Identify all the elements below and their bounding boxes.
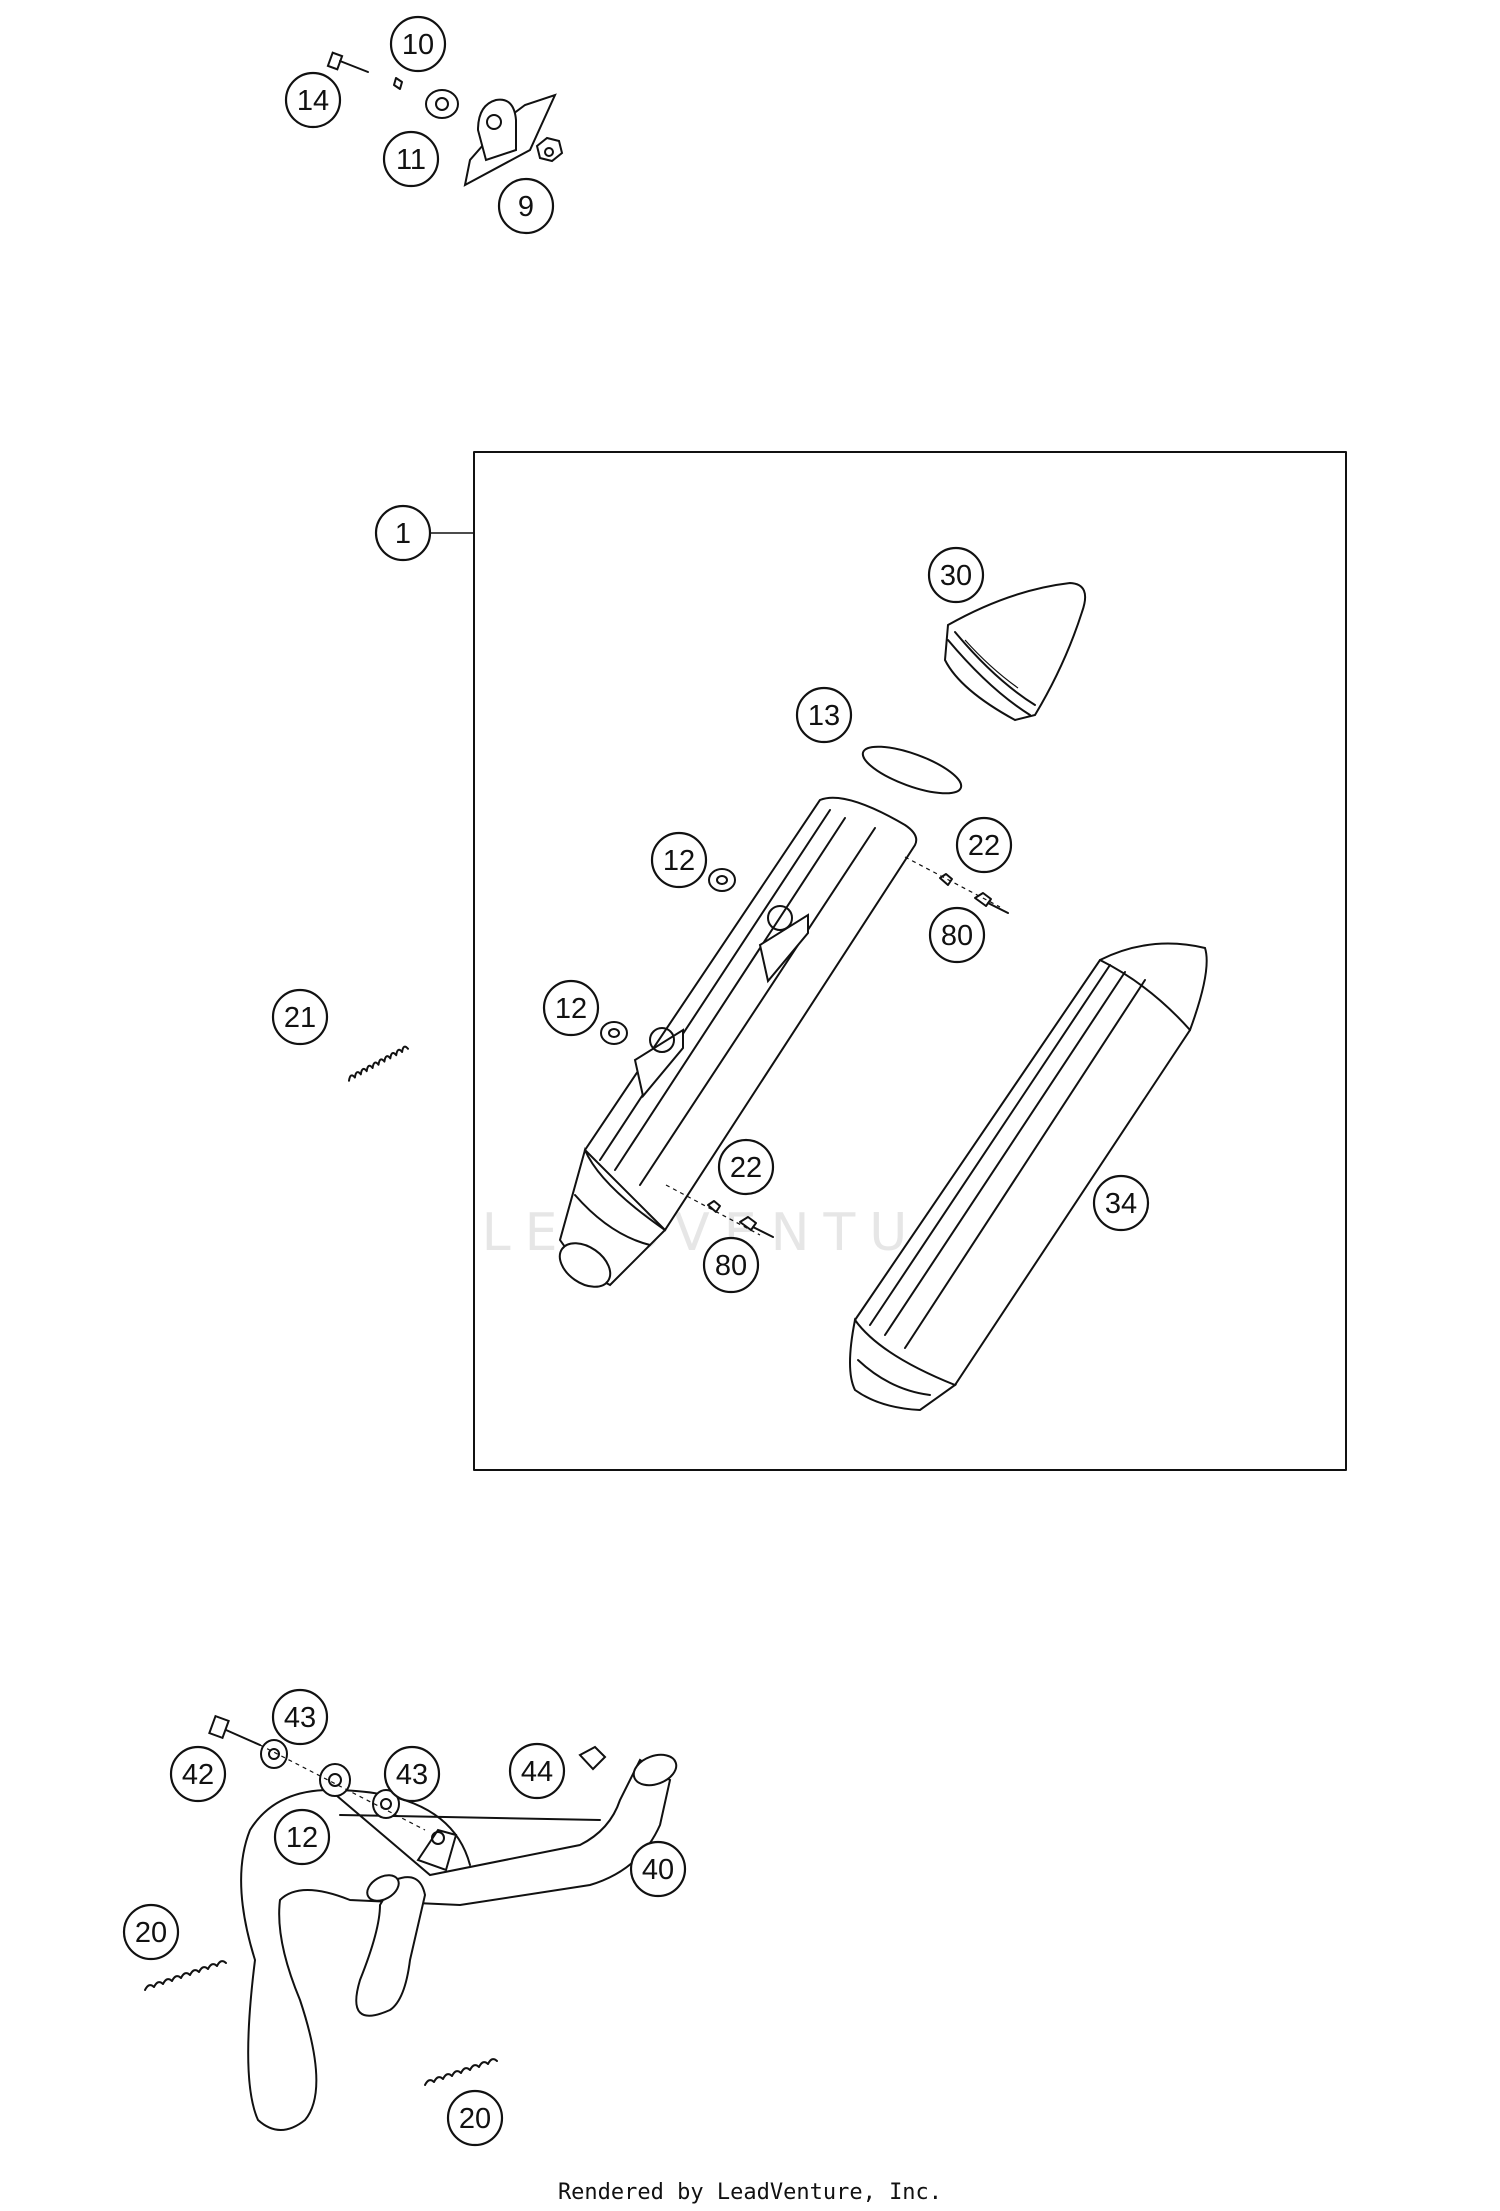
grommet-12b-illustration	[600, 1021, 628, 1045]
callout-circle	[927, 546, 985, 604]
callout-c43a: 43	[271, 1688, 329, 1746]
callout-label: 10	[402, 29, 434, 61]
callout-label: 42	[182, 1759, 214, 1791]
callout-c1: 1	[374, 504, 432, 562]
callout-c22a: 22	[955, 816, 1013, 874]
callout-c10: 10	[389, 15, 447, 73]
callout-c34: 34	[1092, 1174, 1150, 1232]
callout-label: 34	[1105, 1188, 1137, 1220]
callout-label: 43	[284, 1702, 316, 1734]
callout-c21: 21	[271, 988, 329, 1046]
callout-c44: 44	[508, 1742, 566, 1800]
callout-c12a: 12	[650, 831, 708, 889]
bracket-9-illustration	[463, 93, 557, 187]
grommet-12a-illustration	[708, 868, 736, 892]
callout-label: 12	[663, 845, 695, 877]
callout-label: 12	[286, 1822, 318, 1854]
callout-circle	[508, 1742, 566, 1800]
callout-c14: 14	[284, 71, 342, 129]
callout-circle	[383, 1745, 441, 1803]
callout-label: 80	[715, 1250, 747, 1282]
screw-22a-illustration	[939, 873, 953, 886]
footer-credit: Rendered by LeadVenture, Inc.	[557, 2180, 943, 2205]
callout-c9: 9	[497, 177, 555, 235]
callout-c30: 30	[927, 546, 985, 604]
callout-c42: 42	[169, 1745, 227, 1803]
callout-circle	[795, 686, 853, 744]
callout-circle	[446, 2089, 504, 2147]
bracket-hardware-group	[326, 51, 564, 187]
callout-circle	[382, 130, 440, 188]
gasket-13-illustration	[861, 745, 963, 795]
callout-c12c: 12	[273, 1808, 331, 1866]
pin-10-illustration	[393, 77, 403, 90]
callout-circle	[374, 504, 432, 562]
callouts-layer: 10 14 11 9 1 30 13 22 12 80 21 12 22 34 80 43 42 43 44 12 40…	[122, 15, 1150, 2147]
silencer-body-illustration	[558, 796, 918, 1288]
end-cap-30-illustration	[943, 581, 1086, 722]
spring-21-illustration	[348, 1045, 409, 1082]
callout-label: 21	[284, 1002, 316, 1034]
callout-label: 1	[395, 518, 411, 550]
callout-circle	[122, 1903, 180, 1961]
callout-label: 44	[521, 1756, 553, 1788]
callout-label: 14	[297, 85, 329, 117]
callout-circle	[497, 177, 555, 235]
callout-circle	[284, 71, 342, 129]
washer-43b-illustration	[372, 1789, 400, 1819]
bolt-14-illustration	[326, 51, 369, 73]
callout-circle	[271, 988, 329, 1046]
callout-circle	[629, 1840, 687, 1898]
header-pipe-40-illustration	[240, 1745, 678, 2131]
callout-circle	[542, 979, 600, 1037]
callout-c80b: 80	[702, 1236, 760, 1294]
callout-label: 30	[940, 560, 972, 592]
callout-c11: 11	[382, 130, 440, 188]
callout-label: 22	[730, 1152, 762, 1184]
callout-label: 80	[941, 920, 973, 952]
callout-c80a: 80	[928, 906, 986, 964]
callout-label: 22	[968, 830, 1000, 862]
callout-circle	[1092, 1174, 1150, 1232]
outer-sleeve-34-illustration	[849, 942, 1208, 1412]
callout-label: 12	[555, 993, 587, 1025]
washer-80b-illustration	[739, 1216, 774, 1238]
callout-label: 20	[135, 1917, 167, 1949]
bolt-42-illustration	[208, 1714, 261, 1746]
callout-circle	[717, 1138, 775, 1196]
callout-circle	[273, 1808, 331, 1866]
callout-circle	[271, 1688, 329, 1746]
callout-c40: 40	[629, 1840, 687, 1898]
grommet-12c-illustration	[319, 1763, 351, 1797]
callout-label: 13	[808, 700, 840, 732]
callout-label: 40	[642, 1854, 674, 1886]
nut-illustration	[535, 136, 564, 163]
callout-c43b: 43	[383, 1745, 441, 1803]
callout-label: 43	[396, 1759, 428, 1791]
callout-c20a: 20	[122, 1903, 180, 1961]
callout-label: 20	[459, 2103, 491, 2135]
callout-circle	[169, 1745, 227, 1803]
washer-43a-illustration	[260, 1739, 288, 1769]
callout-circle	[650, 831, 708, 889]
silencer-assembly-frame	[473, 451, 1347, 1471]
callout-label: 9	[518, 191, 534, 223]
callout-c13: 13	[795, 686, 853, 744]
callout-c22b: 22	[717, 1138, 775, 1196]
washer-80a-illustration	[974, 892, 1009, 914]
washer-11-illustration	[425, 89, 459, 119]
callout-circle	[389, 15, 447, 73]
spring-20b-illustration	[424, 2058, 498, 2086]
screw-22b-illustration	[707, 1200, 721, 1213]
callout-c12b: 12	[542, 979, 600, 1037]
callout-circle	[702, 1236, 760, 1294]
callout-circle	[955, 816, 1013, 874]
spring-20a-illustration	[144, 1960, 227, 1991]
callout-circle	[928, 906, 986, 964]
callout-label: 11	[396, 144, 426, 176]
callout-c20b: 20	[446, 2089, 504, 2147]
